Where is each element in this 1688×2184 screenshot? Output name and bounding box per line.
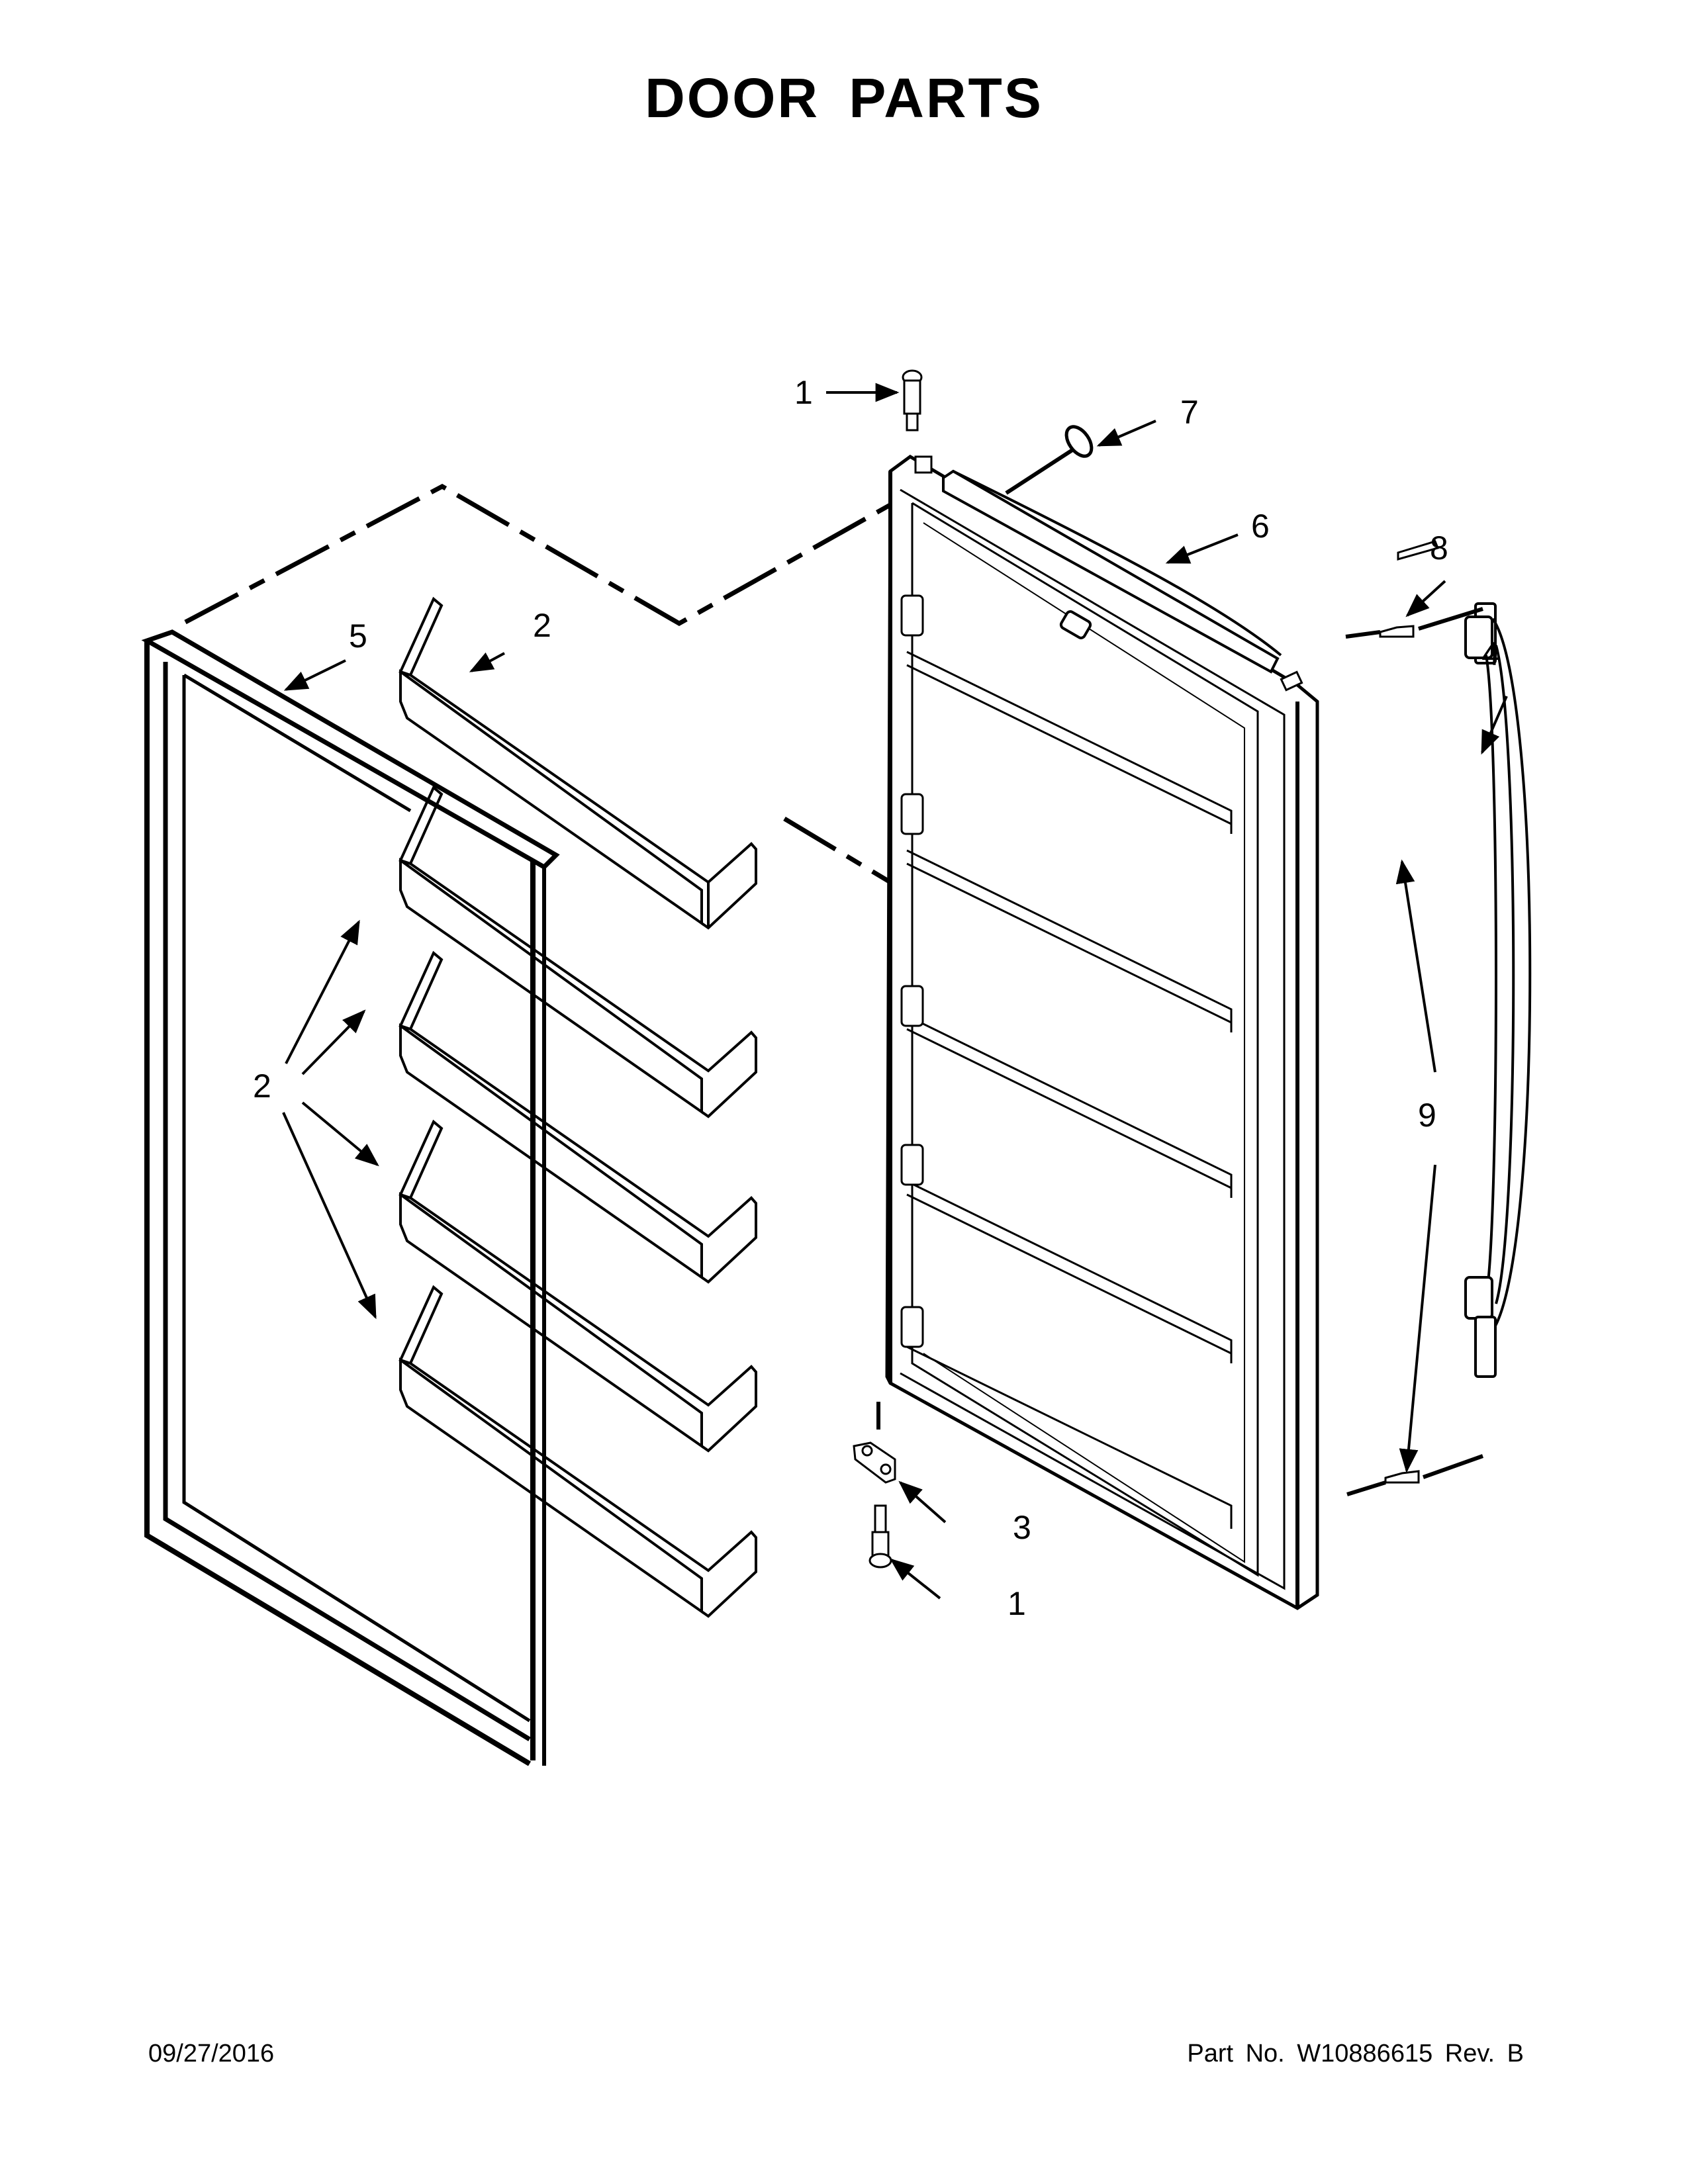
hinge-pin-bottom [868, 1504, 892, 1569]
o-ring [1064, 425, 1094, 458]
hinge-pin-top [902, 369, 923, 432]
arrow-5 [283, 659, 346, 691]
door-assembly [885, 455, 1319, 1610]
door-shelf-bin [399, 785, 757, 1118]
handle-plug [1397, 540, 1440, 561]
door-gasket [141, 629, 560, 1766]
arrow-4 [1481, 696, 1508, 755]
revision-date: 09/27/2016 [148, 2040, 275, 2068]
callout-labels: 1 7 6 8 4 5 2 2 9 3 1 [253, 374, 1500, 1622]
door-shelf-bin [399, 1119, 757, 1453]
door-handle [1464, 602, 1532, 1378]
callout-1-top: 1 [794, 374, 813, 411]
handle-guide-lines [1345, 607, 1484, 1496]
arrow-2c [301, 1101, 379, 1167]
callout-4: 4 [1481, 635, 1500, 672]
door-shelf-bin [399, 950, 757, 1284]
door-top-trim [942, 469, 1282, 674]
arrow-2b [301, 1009, 366, 1075]
rail-clips [900, 594, 924, 1348]
callout-6: 6 [1251, 508, 1270, 545]
door-shelf-bins [399, 596, 757, 1618]
callout-arrows [282, 383, 1508, 1600]
bottom-hinge [853, 1402, 896, 1484]
callout-2-top: 2 [533, 607, 551, 644]
callout-5: 5 [349, 617, 367, 655]
callout-3: 3 [1013, 1509, 1031, 1546]
part-number: Part No. W10886615 Rev. B [1187, 2040, 1524, 2068]
door-shelf-rails [906, 651, 1233, 1529]
arrow-8 [1405, 580, 1446, 617]
screw-top [1379, 625, 1415, 638]
arrow-3 [898, 1480, 947, 1524]
handle-screws [1379, 625, 1420, 1484]
hinge-block-top-left [914, 455, 1303, 692]
arrow-1-bottom [890, 1558, 941, 1600]
arrow-2d [282, 1112, 377, 1320]
page-title: DOOR PARTS [645, 67, 1043, 129]
screw-bottom [1384, 1470, 1420, 1484]
arrow-7 [1096, 420, 1156, 447]
callout-2-group: 2 [253, 1068, 271, 1105]
arrow-6 [1165, 533, 1239, 564]
arrow-9b [1399, 1164, 1436, 1473]
arrow-2a [285, 919, 360, 1064]
callout-8: 8 [1430, 529, 1448, 567]
door-shelf-bin [399, 1285, 757, 1618]
callout-7: 7 [1180, 394, 1199, 431]
callout-1-bottom: 1 [1008, 1585, 1026, 1622]
door-shelf-bin [399, 596, 757, 930]
arrow-9a [1395, 859, 1436, 1073]
arrow-2-top [469, 652, 505, 672]
callout-9: 9 [1418, 1097, 1436, 1134]
